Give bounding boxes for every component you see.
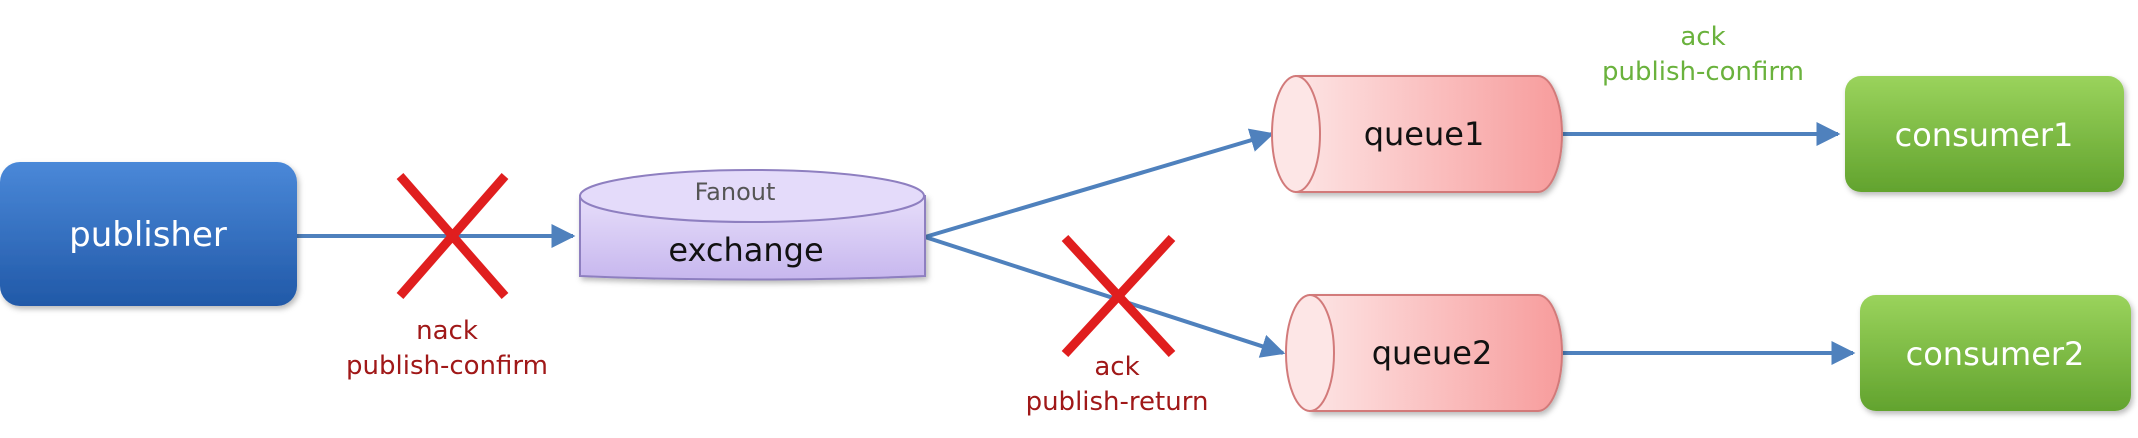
publisher-node: publisher xyxy=(0,162,297,306)
arrows xyxy=(297,122,1856,365)
annotation-ack-line1: ack xyxy=(1680,22,1725,52)
consumer1-label: consumer1 xyxy=(1895,116,2074,154)
consumer1-node: consumer1 xyxy=(1845,76,2124,192)
annotation-ack-publish-return: ack publish-return xyxy=(1026,352,1209,417)
annotation-nack-line1: nack xyxy=(416,316,478,346)
annotation-return-line1: ack xyxy=(1094,352,1139,382)
fail-mark-exchange-queue2 xyxy=(1061,234,1176,358)
consumer2-label: consumer2 xyxy=(1906,335,2085,373)
publisher-label: publisher xyxy=(69,215,227,255)
consumer2-node: consumer2 xyxy=(1860,295,2131,411)
annotation-nack-publish-confirm: nack publish-confirm xyxy=(346,316,548,381)
annotation-nack-line2: publish-confirm xyxy=(346,351,548,381)
queue2-label: queue2 xyxy=(1372,334,1493,372)
exchange-label: exchange xyxy=(668,231,823,269)
arrow-exchange-to-queue1 xyxy=(924,128,1275,239)
exchange-type-label: Fanout xyxy=(695,178,776,206)
annotation-ack-publish-confirm: ack publish-confirm xyxy=(1602,22,1804,87)
fail-mark-publisher-exchange xyxy=(396,173,509,299)
queue1-node: queue1 xyxy=(1271,75,1563,193)
arrow-exchange-to-queue2 xyxy=(924,235,1286,358)
annotation-ack-line2: publish-confirm xyxy=(1602,57,1804,87)
annotation-return-line2: publish-return xyxy=(1026,387,1209,417)
queue1-label: queue1 xyxy=(1364,115,1485,153)
queue2-node: queue2 xyxy=(1285,294,1563,412)
exchange-node: Fanout exchange xyxy=(579,169,926,281)
